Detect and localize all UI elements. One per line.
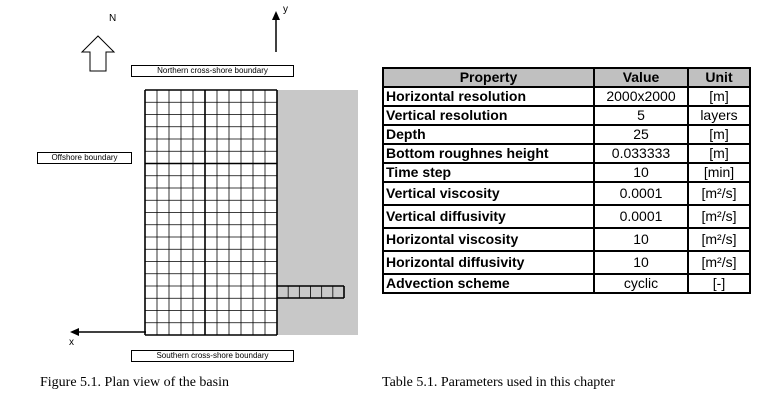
- table-row: Time step 10 [min]: [382, 162, 751, 183]
- x-axis-label: x: [69, 337, 74, 348]
- value-cell: cyclic: [593, 273, 689, 294]
- value-cell: 10: [593, 250, 689, 275]
- property-cell: Bottom roughnes height: [382, 143, 595, 164]
- offshore-boundary-label: Offshore boundary: [37, 152, 132, 164]
- table-row: Horizontal resolution 2000x2000 [m]: [382, 86, 751, 107]
- property-cell: Time step: [382, 162, 595, 183]
- value-cell: 10: [593, 162, 689, 183]
- unit-cell: [m²/s]: [687, 227, 751, 252]
- table-row: Advection scheme cyclic [-]: [382, 273, 751, 294]
- property-cell: Horizontal diffusivity: [382, 250, 595, 275]
- table-row: Depth 25 [m]: [382, 124, 751, 145]
- unit-cell: [m²/s]: [687, 204, 751, 229]
- table-row: Horizontal viscosity 10 [m²/s]: [382, 227, 751, 252]
- y-axis-arrowhead-icon: [272, 11, 280, 20]
- property-cell: Vertical viscosity: [382, 181, 595, 206]
- property-cell: Horizontal resolution: [382, 86, 595, 107]
- unit-cell: [m]: [687, 86, 751, 107]
- unit-cell: [min]: [687, 162, 751, 183]
- basin-grid: [144, 89, 278, 336]
- table-row: Horizontal diffusivity 10 [m²/s]: [382, 250, 751, 275]
- table-row: Vertical viscosity 0.0001 [m²/s]: [382, 181, 751, 206]
- southern-boundary-label: Southern cross-shore boundary: [131, 350, 294, 362]
- property-cell: Advection scheme: [382, 273, 595, 294]
- y-axis-label: y: [283, 4, 288, 15]
- figure-caption: Figure 5.1. Plan view of the basin: [40, 375, 229, 390]
- table-caption: Table 5.1. Parameters used in this chapt…: [382, 375, 616, 390]
- parameters-table: Property Value Unit Horizontal resolutio…: [382, 67, 751, 294]
- table-header-row: Property Value Unit: [382, 67, 751, 88]
- header-unit: Unit: [687, 67, 751, 88]
- x-axis-arrowhead-icon: [70, 328, 79, 336]
- value-cell: 0.0001: [593, 204, 689, 229]
- value-cell: 10: [593, 227, 689, 252]
- northern-boundary-label: Northern cross-shore boundary: [131, 65, 294, 77]
- table-row: Bottom roughnes height 0.033333 [m]: [382, 143, 751, 164]
- unit-cell: [m²/s]: [687, 250, 751, 275]
- table-row: Vertical resolution 5 layers: [382, 105, 751, 126]
- property-cell: Depth: [382, 124, 595, 145]
- unit-cell: [m]: [687, 124, 751, 145]
- value-cell: 2000x2000: [593, 86, 689, 107]
- north-arrow-icon: [80, 35, 116, 72]
- unit-cell: [m²/s]: [687, 181, 751, 206]
- channel-grid: [277, 285, 345, 299]
- property-cell: Vertical diffusivity: [382, 204, 595, 229]
- value-cell: 25: [593, 124, 689, 145]
- value-cell: 5: [593, 105, 689, 126]
- value-cell: 0.033333: [593, 143, 689, 164]
- unit-cell: [m]: [687, 143, 751, 164]
- value-cell: 0.0001: [593, 181, 689, 206]
- north-label: N: [109, 13, 117, 24]
- table-row: Vertical diffusivity 0.0001 [m²/s]: [382, 204, 751, 229]
- property-cell: Horizontal viscosity: [382, 227, 595, 252]
- header-value: Value: [593, 67, 689, 88]
- header-property: Property: [382, 67, 595, 88]
- basin-plan-figure: [70, 11, 358, 336]
- unit-cell: layers: [687, 105, 751, 126]
- unit-cell: [-]: [687, 273, 751, 294]
- property-cell: Vertical resolution: [382, 105, 595, 126]
